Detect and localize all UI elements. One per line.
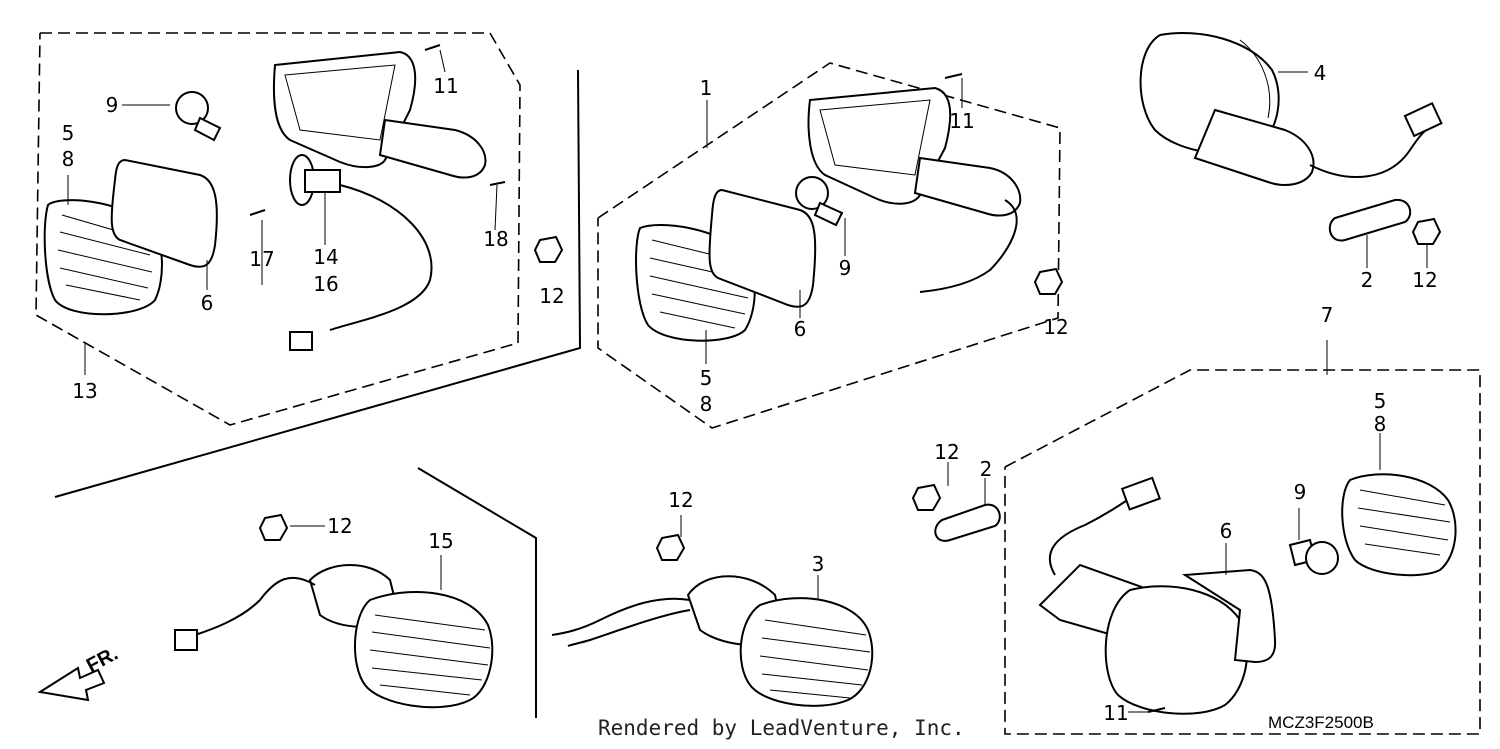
lens-part [1341, 473, 1457, 577]
nut-part [1033, 267, 1064, 295]
footer-credit: Rendered by LeadVenture, Inc. [598, 716, 965, 740]
nut-part [1411, 217, 1442, 245]
callout-5: 5 [62, 121, 75, 145]
divider-top-left [54, 69, 582, 498]
callout-15: 15 [428, 529, 453, 553]
gasket-part [1181, 568, 1277, 664]
turn-signal-assembly-part [174, 564, 494, 709]
callout-6: 6 [201, 291, 214, 315]
group-1-outline [597, 62, 1061, 429]
callout-6: 6 [1220, 519, 1233, 543]
stay-plate-part [1328, 198, 1412, 242]
housing-part [272, 50, 487, 179]
callout-11: 11 [433, 74, 458, 98]
callout-9: 9 [839, 256, 852, 280]
callout-9: 9 [1294, 480, 1307, 504]
callout-16: 16 [313, 272, 338, 296]
callout-8: 8 [62, 147, 75, 171]
bulb-part [795, 176, 844, 227]
screw-part [249, 209, 266, 216]
callout-12: 12 [539, 284, 564, 308]
callout-3: 3 [812, 552, 825, 576]
callout-8: 8 [1374, 412, 1387, 436]
callout-12: 12 [934, 440, 959, 464]
nut-part [655, 533, 686, 561]
callout-12: 12 [668, 488, 693, 512]
turn-signal-assembly-part [551, 575, 874, 707]
callout-12: 12 [1043, 315, 1068, 339]
callout-12: 12 [327, 514, 352, 538]
nut-part [533, 235, 564, 263]
divider-bottom-middle [417, 467, 537, 718]
callout-4: 4 [1314, 61, 1327, 85]
socket-part [289, 154, 433, 351]
callout-8: 8 [700, 392, 713, 416]
callout-13: 13 [72, 379, 97, 403]
turn-signal-assembly-part [1038, 476, 1249, 715]
stay-plate-part [934, 503, 1001, 542]
callout-2: 2 [980, 457, 993, 481]
callout-18: 18 [483, 227, 508, 251]
screw-part [1147, 707, 1166, 713]
callout-2: 2 [1361, 268, 1374, 292]
callout-14: 14 [313, 245, 338, 269]
front-direction-arrow [37, 666, 106, 702]
callout-5: 5 [1374, 389, 1387, 413]
callout-7: 7 [1321, 303, 1334, 327]
nut-part [911, 483, 942, 511]
callout-11: 11 [1103, 701, 1128, 725]
bulb-part [175, 91, 222, 142]
callout-9: 9 [106, 93, 119, 117]
callout-1: 1 [700, 76, 713, 100]
callout-11: 11 [949, 109, 974, 133]
callout-12: 12 [1412, 268, 1437, 292]
housing-part [807, 86, 1022, 293]
diagram-code: MCZ3F2500B [1268, 713, 1374, 732]
callout-5: 5 [700, 366, 713, 390]
turn-signal-assembly-part [1139, 32, 1443, 186]
nut-part [258, 513, 289, 541]
callout-17: 17 [249, 247, 274, 271]
screw-part [944, 73, 963, 79]
gasket-part [110, 158, 218, 268]
group-13-outline [35, 32, 521, 426]
gasket-part [708, 188, 817, 308]
direction-label: FR. [83, 643, 122, 678]
callout-6: 6 [794, 317, 807, 341]
bulb-part [1288, 538, 1339, 575]
screw-part [424, 44, 506, 186]
